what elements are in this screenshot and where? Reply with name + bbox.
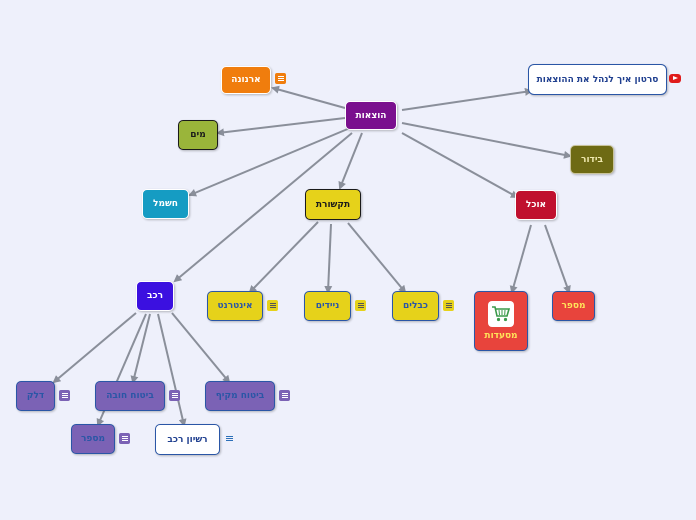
supermarket-label: מסעדות xyxy=(484,331,518,341)
node-delek[interactable]: דלק xyxy=(16,381,55,411)
node-mispar-food[interactable]: מספר xyxy=(552,291,595,321)
edge-root-tikshoret xyxy=(338,132,363,190)
node-nayadim[interactable]: ניידים xyxy=(304,291,351,321)
edge-root-arnona xyxy=(271,85,346,109)
node-mispar-car[interactable]: מספר xyxy=(71,424,115,454)
edge-root-hashmal xyxy=(188,127,351,197)
node-root-expenses[interactable]: הוצאות xyxy=(345,101,397,130)
edge-rechev-bituach-hova xyxy=(130,313,151,384)
bituach-hova-notes-icon[interactable] xyxy=(169,390,180,401)
bituach-makif-notes-icon[interactable] xyxy=(279,390,290,401)
mispar-car-notes-icon[interactable] xyxy=(119,433,130,444)
edge-root-rechev xyxy=(173,132,353,283)
node-hashmal[interactable]: חשמל xyxy=(142,189,189,219)
edge-tikshoret-kvalim xyxy=(347,222,407,294)
node-mayim[interactable]: מים xyxy=(178,120,218,150)
edge-ochel-mispar xyxy=(544,224,571,294)
node-video-link[interactable]: סרטון איך לנהל את ההוצאות xyxy=(528,64,667,95)
node-internet[interactable]: אינטרנט xyxy=(207,291,263,321)
youtube-icon[interactable] xyxy=(669,74,681,83)
edge-rechev-rishayon xyxy=(157,313,187,427)
arnona-notes-icon[interactable] xyxy=(275,73,286,84)
node-ochel[interactable]: אוכל xyxy=(515,190,557,220)
edge-root-mayim xyxy=(216,117,346,137)
shopping-cart-icon xyxy=(488,301,514,327)
nayadim-notes-icon[interactable] xyxy=(355,300,366,311)
node-kvalim[interactable]: כבלים xyxy=(392,291,439,321)
edge-ochel-supermarket xyxy=(509,224,532,294)
node-supermarket[interactable]: מסעדות xyxy=(474,291,528,351)
delek-notes-icon[interactable] xyxy=(59,390,70,401)
node-arnona[interactable]: ארנונה xyxy=(221,66,271,94)
node-tikshoret[interactable]: תקשורת xyxy=(305,189,361,220)
rishayon-notes-icon[interactable] xyxy=(224,433,235,444)
node-bidur[interactable]: בידור xyxy=(570,145,614,174)
node-rechev[interactable]: רכב xyxy=(136,281,174,311)
edge-root-bidur xyxy=(401,122,572,159)
edge-tikshoret-nayadim xyxy=(324,223,333,294)
node-bituach-makif[interactable]: ביטוח מקיף xyxy=(205,381,275,411)
edge-rechev-delek xyxy=(52,312,137,384)
edge-root-ochel xyxy=(401,132,519,198)
edge-tikshoret-internet xyxy=(248,221,319,294)
kvalim-notes-icon[interactable] xyxy=(443,300,454,311)
edge-rechev-bituach-makif xyxy=(171,312,231,384)
node-rishayon[interactable]: רשיון רכב xyxy=(155,424,220,455)
edge-root-video xyxy=(401,87,533,111)
internet-notes-icon[interactable] xyxy=(267,300,278,311)
node-bituach-hova[interactable]: ביטוח חובה xyxy=(95,381,165,411)
